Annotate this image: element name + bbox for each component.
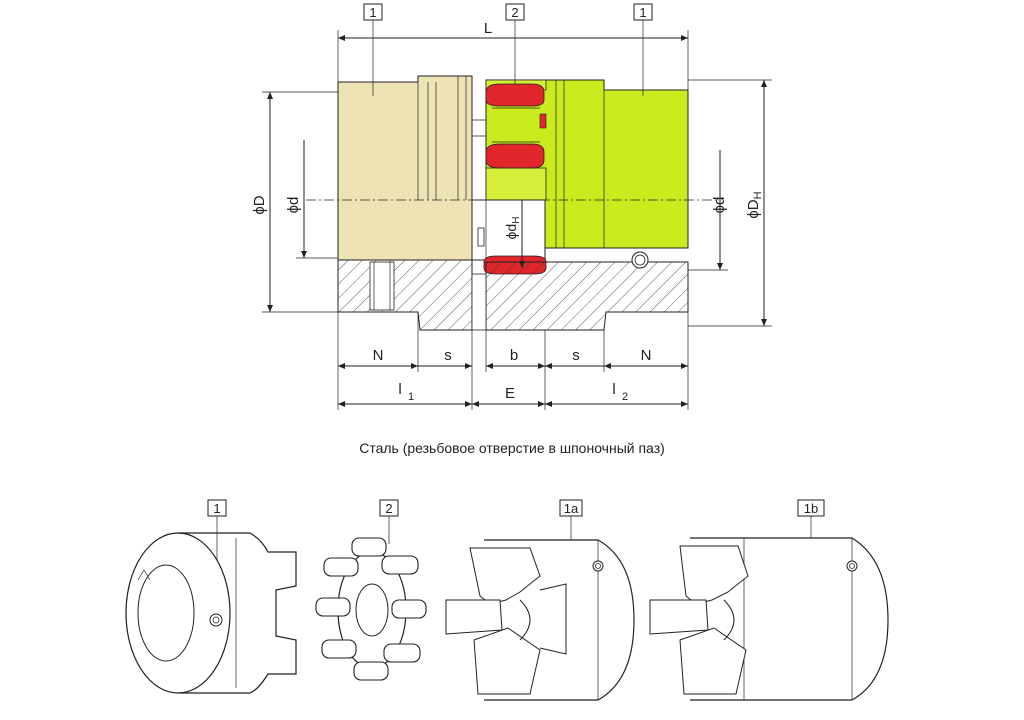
- svg-text:1: 1: [639, 5, 646, 20]
- hatched-section-left: [337, 259, 473, 331]
- part-2-spider: 2: [315, 499, 427, 681]
- dim-s-right-label: s: [572, 347, 580, 364]
- spider-tooth-mid: [485, 143, 545, 169]
- svg-text:2: 2: [622, 391, 628, 403]
- spider-tooth-top: [485, 83, 545, 107]
- dim-d-right-label: ϕd: [711, 197, 728, 214]
- svg-text:2: 2: [511, 5, 518, 20]
- svg-text:1: 1: [408, 391, 414, 403]
- hatched-section-right: [485, 261, 689, 331]
- dim-s-left-label: s: [444, 347, 452, 364]
- callout-1-left: 1: [363, 3, 383, 96]
- svg-text:l: l: [612, 381, 615, 398]
- svg-text:ϕd: ϕd: [711, 197, 728, 214]
- part-1a-hub: 1a: [445, 499, 635, 701]
- svg-text:ϕD: ϕD: [251, 195, 268, 214]
- callout-2-top: 2: [505, 3, 525, 84]
- section-view: 1 2 1 L N s b s N E l 1 l 2 ϕD: [251, 3, 772, 410]
- svg-text:ϕdH: ϕdH: [503, 217, 522, 240]
- svg-text:1: 1: [213, 501, 220, 516]
- dim-D-label: ϕD: [251, 195, 268, 214]
- dim-dH-label: ϕdH: [503, 217, 522, 240]
- dim-l1-label: l 1: [398, 381, 414, 403]
- svg-text:2: 2: [385, 501, 392, 516]
- dim-L-label: L: [484, 20, 492, 37]
- dim-N-right-label: N: [641, 347, 652, 364]
- part-1b-hub: 1b: [649, 499, 889, 701]
- svg-text:1b: 1b: [804, 501, 818, 516]
- callout-1-right: 1: [633, 3, 653, 96]
- dim-d-left-label: ϕd: [285, 197, 302, 214]
- part-1-hub: 1: [125, 499, 297, 694]
- svg-text:1: 1: [369, 5, 376, 20]
- dim-E-label: E: [505, 385, 515, 402]
- dim-b-label: b: [510, 347, 518, 364]
- dim-l2-label: l 2: [612, 381, 628, 403]
- hub-left-section: [337, 75, 473, 261]
- svg-text:l: l: [398, 381, 401, 398]
- figure-caption: Сталь (резьбовое отверстие в шпоночный п…: [359, 440, 665, 456]
- svg-text:ϕd: ϕd: [285, 197, 302, 214]
- svg-text:ϕDH: ϕDH: [745, 191, 764, 218]
- dim-DH-label: ϕDH: [745, 191, 764, 218]
- svg-text:1a: 1a: [564, 501, 579, 516]
- dim-N-left-label: N: [373, 347, 384, 364]
